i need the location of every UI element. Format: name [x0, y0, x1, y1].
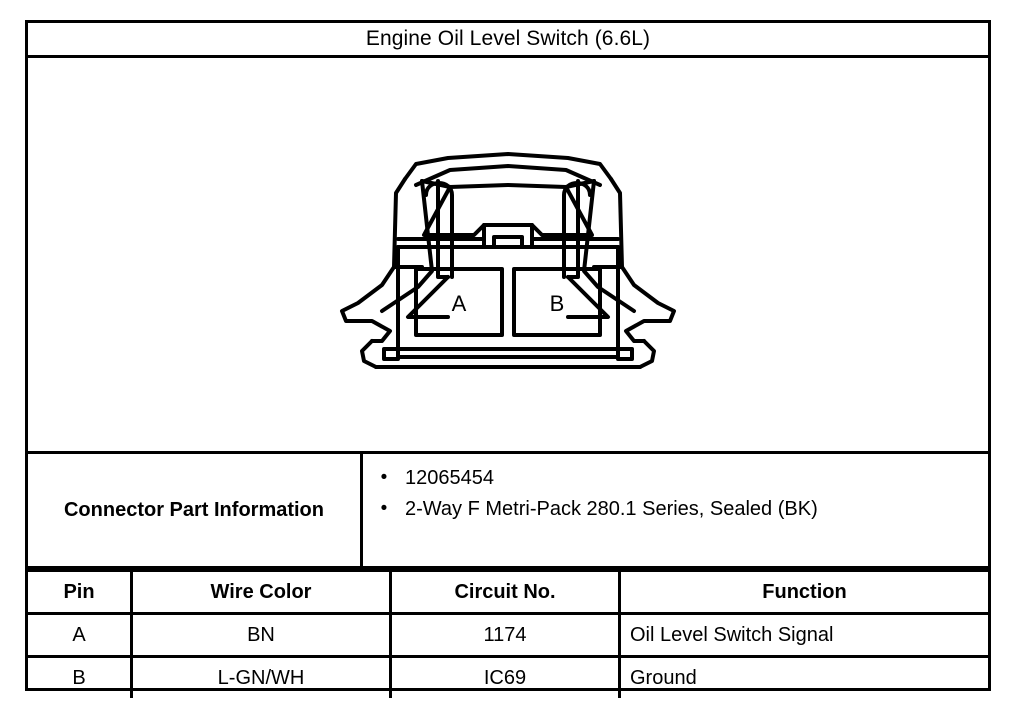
illustration-panel: A B: [28, 58, 988, 454]
table-header-row: Pin Wire Color Circuit No. Function: [28, 569, 988, 615]
connector-part-information-label: Connector Part Information: [63, 498, 324, 521]
cavity-a-label: A: [452, 291, 467, 316]
connector-part-information-list: • 12065454 • 2-Way F Metri-Pack 280.1 Se…: [363, 454, 988, 566]
cell-circuit-no: IC69: [389, 655, 621, 698]
column-header-circuit-no: Circuit No.: [389, 569, 621, 615]
cavity-b-label: B: [550, 291, 565, 316]
connector-part-information-row: Connector Part Information • 12065454 • …: [28, 454, 988, 569]
title-row: Engine Oil Level Switch (6.6L): [28, 23, 988, 58]
document-sheet: Engine Oil Level Switch (6.6L): [25, 20, 991, 698]
column-header-pin: Pin: [28, 569, 133, 615]
column-header-function: Function: [618, 569, 988, 615]
page-title: Engine Oil Level Switch (6.6L): [365, 27, 651, 50]
connector-part-information-label-cell: Connector Part Information: [28, 454, 363, 566]
list-item: • 2-Way F Metri-Pack 280.1 Series, Seale…: [363, 498, 988, 521]
cell-function: Ground: [618, 655, 988, 698]
cell-pin: B: [28, 655, 133, 698]
cell-wire-color: L-GN/WH: [130, 655, 392, 698]
connector-face-view-diagram: A B: [340, 151, 676, 369]
connector-part-number: 12065454: [405, 467, 494, 489]
table-row: A BN 1174 Oil Level Switch Signal: [28, 612, 988, 658]
table-row: B L-GN/WH IC69 Ground: [28, 655, 988, 698]
cell-circuit-no: 1174: [389, 612, 621, 658]
cell-pin: A: [28, 612, 133, 658]
cell-wire-color: BN: [130, 612, 392, 658]
pin-table: Pin Wire Color Circuit No. Function A BN…: [28, 569, 988, 698]
list-item: • 12065454: [363, 467, 988, 490]
bullet-icon: •: [380, 467, 388, 488]
cell-function: Oil Level Switch Signal: [618, 612, 988, 658]
connector-description: 2-Way F Metri-Pack 280.1 Series, Sealed …: [405, 498, 818, 520]
bullet-icon: •: [380, 498, 388, 519]
column-header-wire-color: Wire Color: [130, 569, 392, 615]
